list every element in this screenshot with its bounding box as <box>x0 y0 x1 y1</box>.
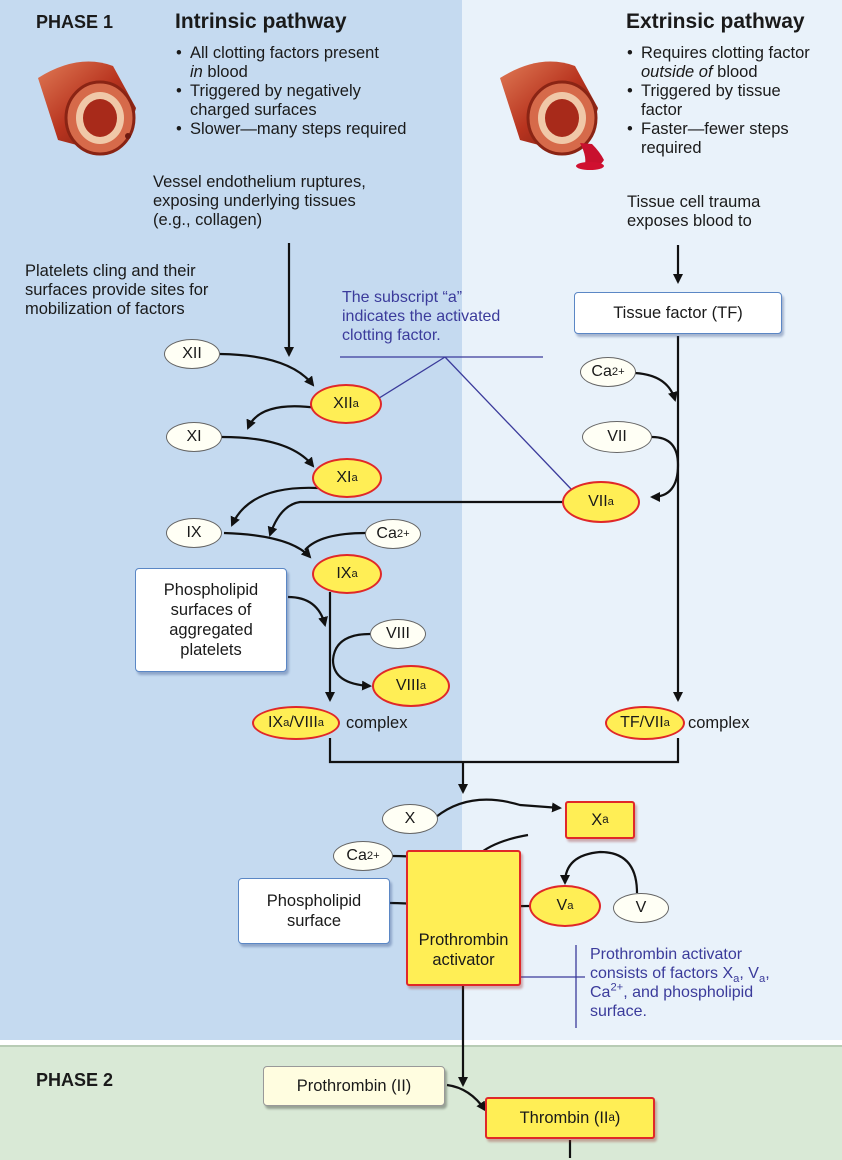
factor-xii: XII <box>164 339 220 369</box>
intrinsic-pathway-title: Intrinsic pathway <box>175 10 347 33</box>
factor-viii: VIII <box>370 619 426 649</box>
platelets-text: Platelets cling and their surfaces provi… <box>25 262 209 318</box>
extrinsic-complex-label: complex <box>688 714 750 732</box>
intrinsic-bullet: Slower—many steps required <box>176 120 406 139</box>
intrinsic-trigger-text: Vessel endothelium ruptures, exposing un… <box>153 173 366 229</box>
prothrombin-box: Prothrombin (II) <box>263 1066 445 1106</box>
phospholipid-platelets-box: Phospholipid surfaces of aggregated plat… <box>135 568 287 672</box>
phase1-label: PHASE 1 <box>36 12 114 32</box>
phase2-label: PHASE 2 <box>36 1070 114 1090</box>
prothrombin-activator-box: Prothrombin activator <box>406 850 521 986</box>
tissue-factor-box: Tissue factor (TF) <box>574 292 782 334</box>
extrinsic-background <box>462 0 842 1040</box>
ruptured-vessel-illustration <box>500 61 604 170</box>
factor-ix: IX <box>166 518 222 548</box>
factor-xi: XI <box>166 422 222 452</box>
intact-vessel-illustration <box>38 61 136 156</box>
extrinsic-trigger-text: Tissue cell trauma exposes blood to <box>627 193 761 230</box>
factor-x: X <box>382 804 438 834</box>
intrinsic-complex-label: complex <box>346 714 408 732</box>
subscript-note: The subscript “a” indicates the activate… <box>342 289 501 344</box>
factor-v: V <box>613 893 669 923</box>
factor-vii: VII <box>582 421 652 453</box>
prothrombin-activator-note: Prothrombin activator consists of factor… <box>590 946 770 1020</box>
phospholipid-surface-box: Phospholipid surface <box>238 878 390 944</box>
extrinsic-pathway-title: Extrinsic pathway <box>626 10 805 33</box>
